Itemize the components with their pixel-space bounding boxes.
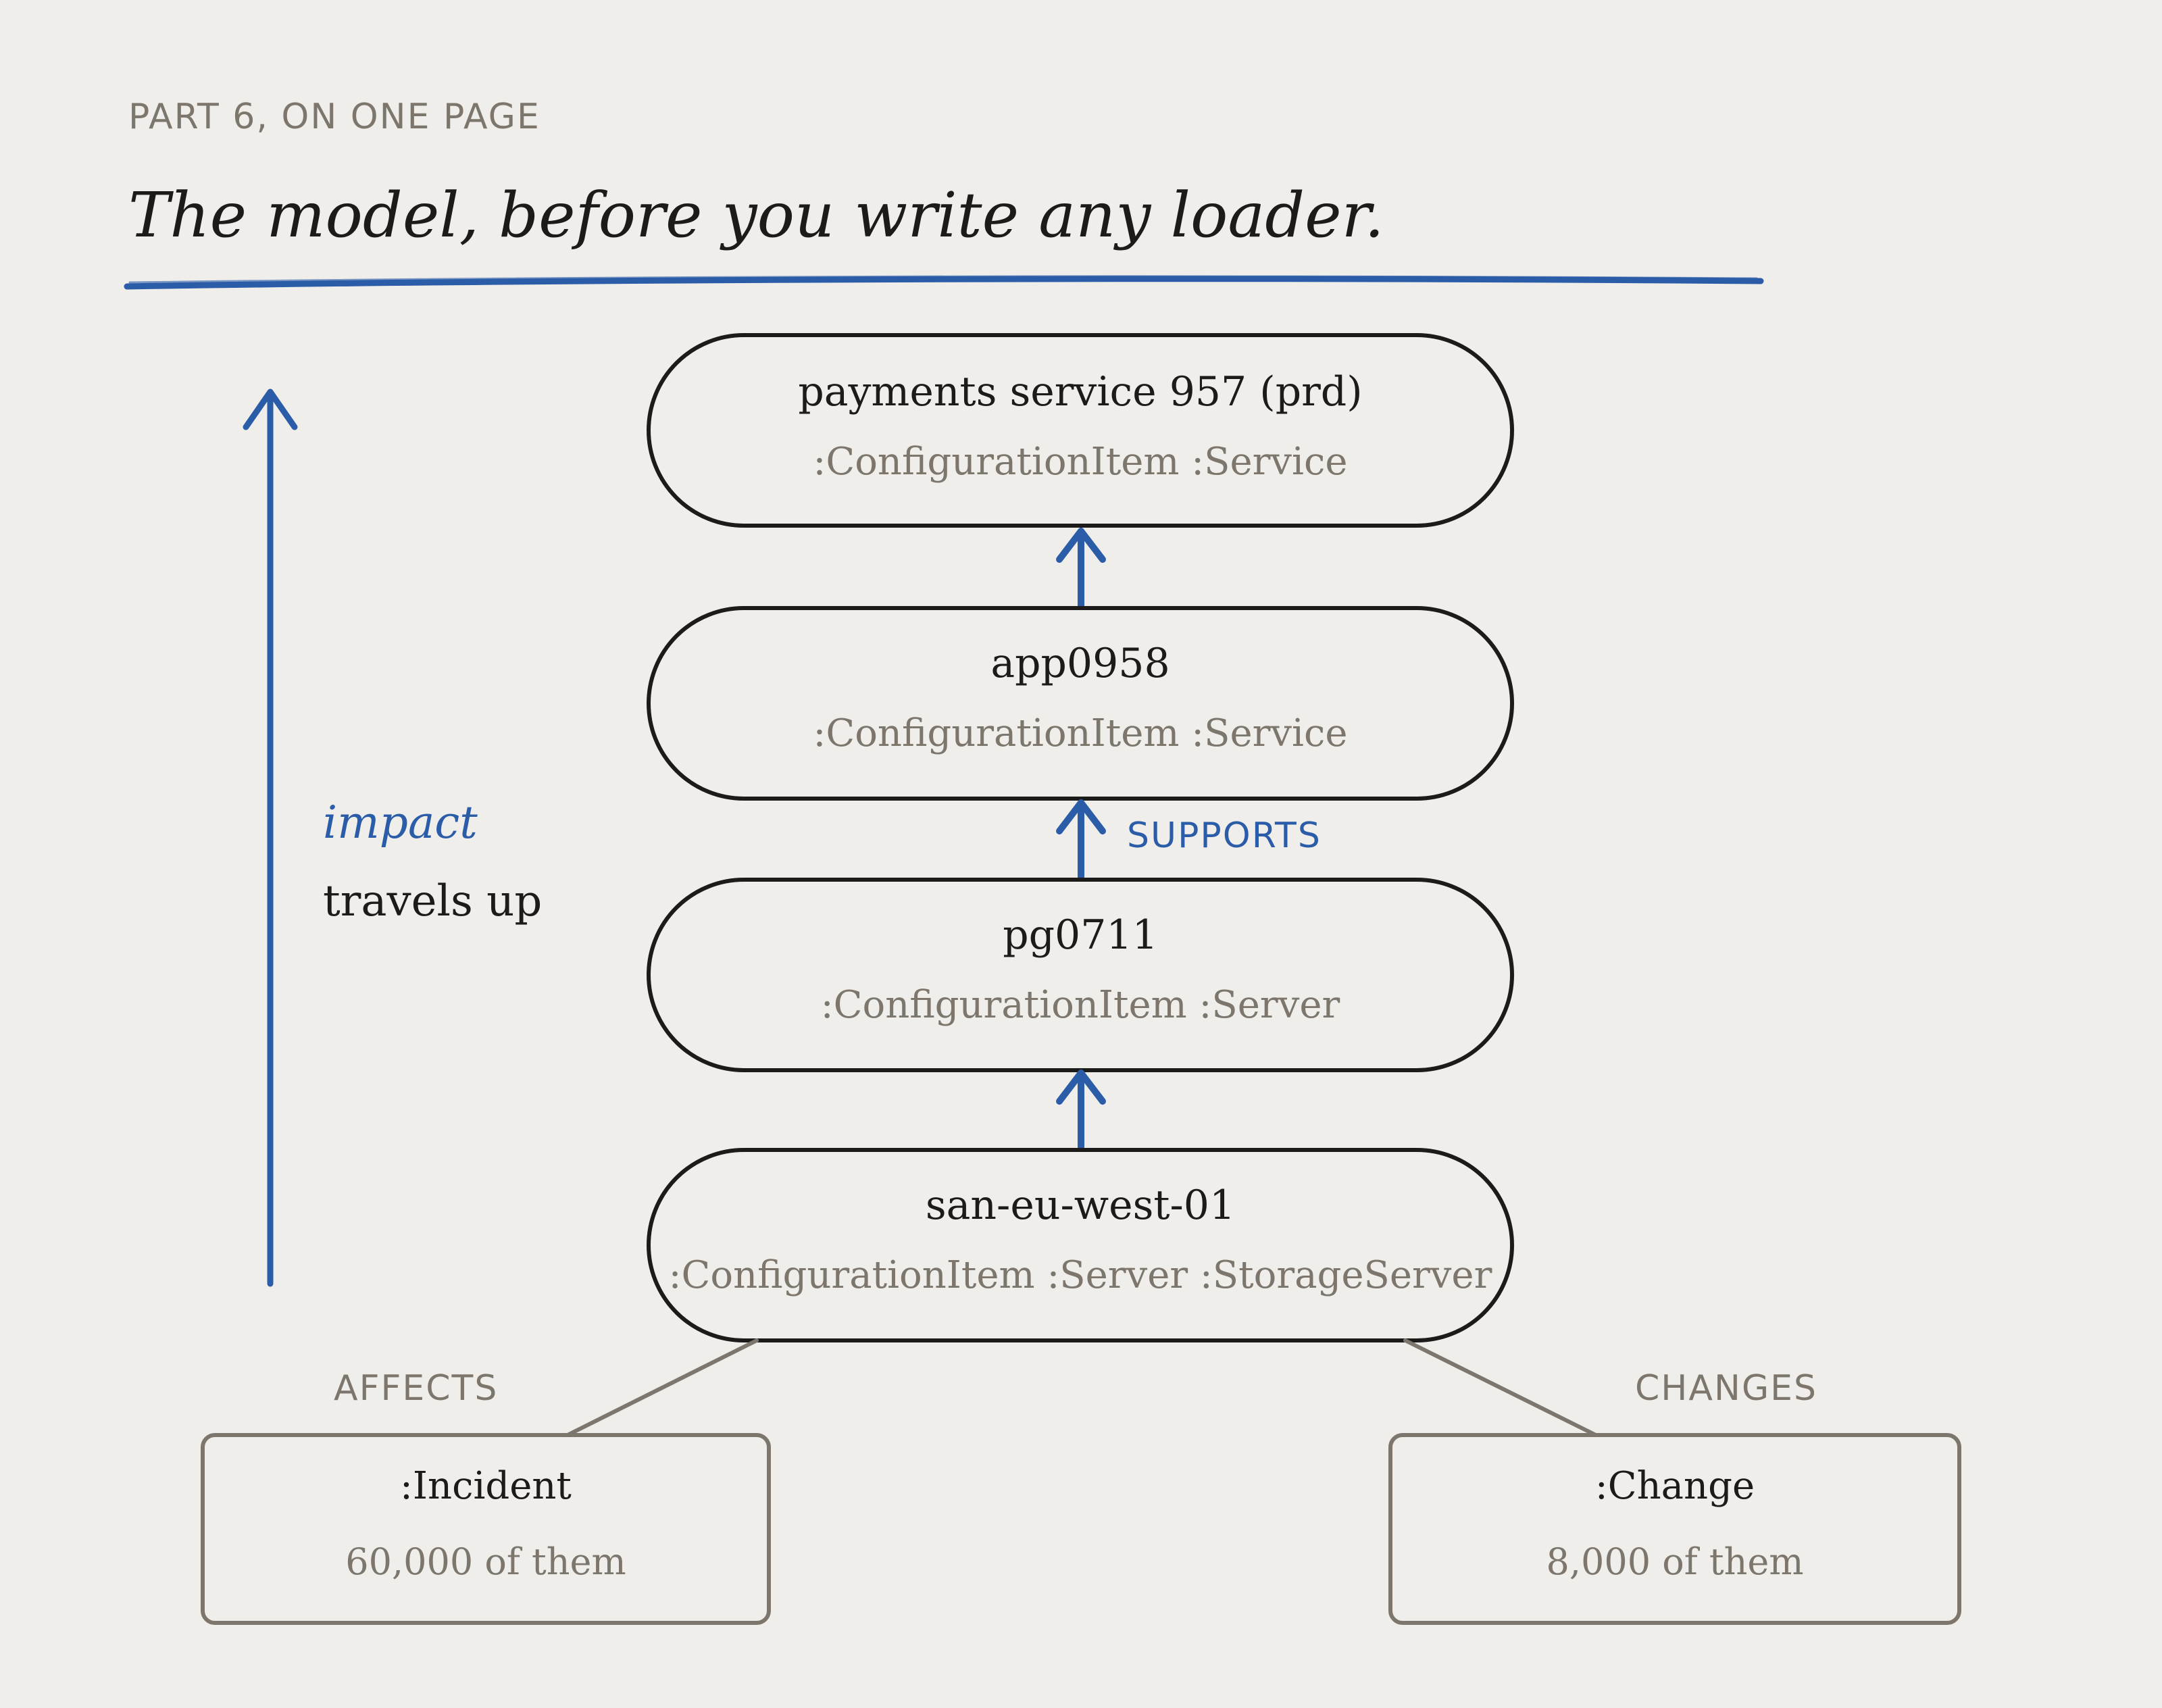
node-app0958[interactable]: app0958 :ConfigurationItem :Service (647, 606, 1514, 801)
supports-label: SUPPORTS (1127, 815, 1322, 856)
node-labels: :ConfigurationItem :Server (821, 983, 1340, 1027)
change-count: 8,000 of them (1546, 1540, 1803, 1583)
node-name: san-eu-west-01 (926, 1182, 1235, 1229)
node-san-eu-west-01[interactable]: san-eu-west-01 :ConfigurationItem :Serve… (647, 1148, 1514, 1342)
node-shape (647, 878, 1514, 1072)
node-name: payments service 957 (prd) (798, 368, 1362, 416)
node-shape (647, 333, 1514, 528)
affects-connector (565, 1338, 759, 1437)
node-name: pg0711 (1003, 911, 1158, 959)
node-payments-service[interactable]: payments service 957 (prd) :Configuratio… (647, 333, 1514, 528)
impact-arrow-head (243, 388, 298, 430)
node-name: app0958 (990, 640, 1170, 687)
changes-label: CHANGES (1635, 1368, 1817, 1409)
incident-name: :Incident (400, 1464, 572, 1508)
travels-up-label: travels up (323, 876, 542, 926)
affects-label: AFFECTS (334, 1368, 498, 1409)
title-underline (124, 276, 1764, 290)
change-name: :Change (1595, 1464, 1755, 1508)
edge-arrowhead-app-to-service (1056, 528, 1106, 563)
change-box (1388, 1433, 1961, 1625)
node-labels: :ConfigurationItem :Server :StorageServe… (669, 1253, 1492, 1297)
edge-arrowhead-pg-to-app (1056, 799, 1106, 834)
incident-box (201, 1433, 771, 1625)
node-labels: :ConfigurationItem :Service (813, 711, 1348, 755)
node-pg0711[interactable]: pg0711 :ConfigurationItem :Server (647, 878, 1514, 1072)
change-node[interactable]: :Change 8,000 of them (1388, 1433, 1961, 1625)
node-shape (647, 1148, 1514, 1342)
section-kicker: PART 6, ON ONE PAGE (128, 97, 540, 137)
incident-node[interactable]: :Incident 60,000 of them (201, 1433, 771, 1625)
edge-arrowhead-san-to-pg (1056, 1070, 1106, 1105)
node-shape (647, 606, 1514, 801)
impact-label: impact (323, 797, 478, 849)
page-title: The model, before you write any loader. (128, 179, 1384, 251)
changes-connector (1403, 1338, 1598, 1437)
node-labels: :ConfigurationItem :Service (813, 440, 1348, 484)
title-underline-stroke-2 (128, 275, 1758, 284)
incident-count: 60,000 of them (345, 1540, 626, 1583)
